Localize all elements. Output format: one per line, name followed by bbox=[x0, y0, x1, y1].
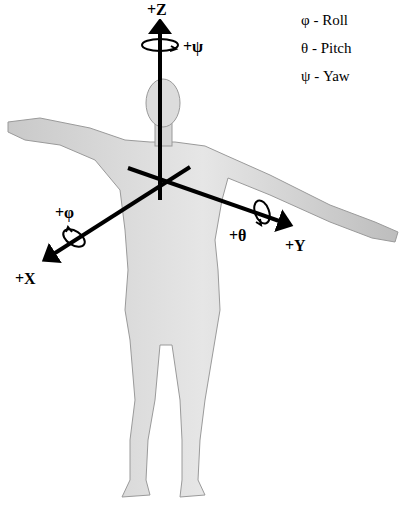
rotation-label: +θ bbox=[228, 227, 247, 245]
rotation-arrows bbox=[60, 39, 273, 250]
key-entry: φ - Roll bbox=[300, 12, 349, 29]
human-figure bbox=[8, 79, 398, 497]
rotation-label: +φ bbox=[54, 204, 75, 222]
coordinate-axes bbox=[52, 30, 282, 255]
key-entry: θ - Pitch bbox=[300, 40, 353, 57]
axis-label: +Y bbox=[284, 237, 307, 255]
rotation-label: +ψ bbox=[182, 38, 204, 56]
axis-label: +X bbox=[14, 270, 37, 288]
axis-label: +Z bbox=[146, 1, 168, 19]
key-entry: ψ - Yaw bbox=[300, 68, 351, 85]
